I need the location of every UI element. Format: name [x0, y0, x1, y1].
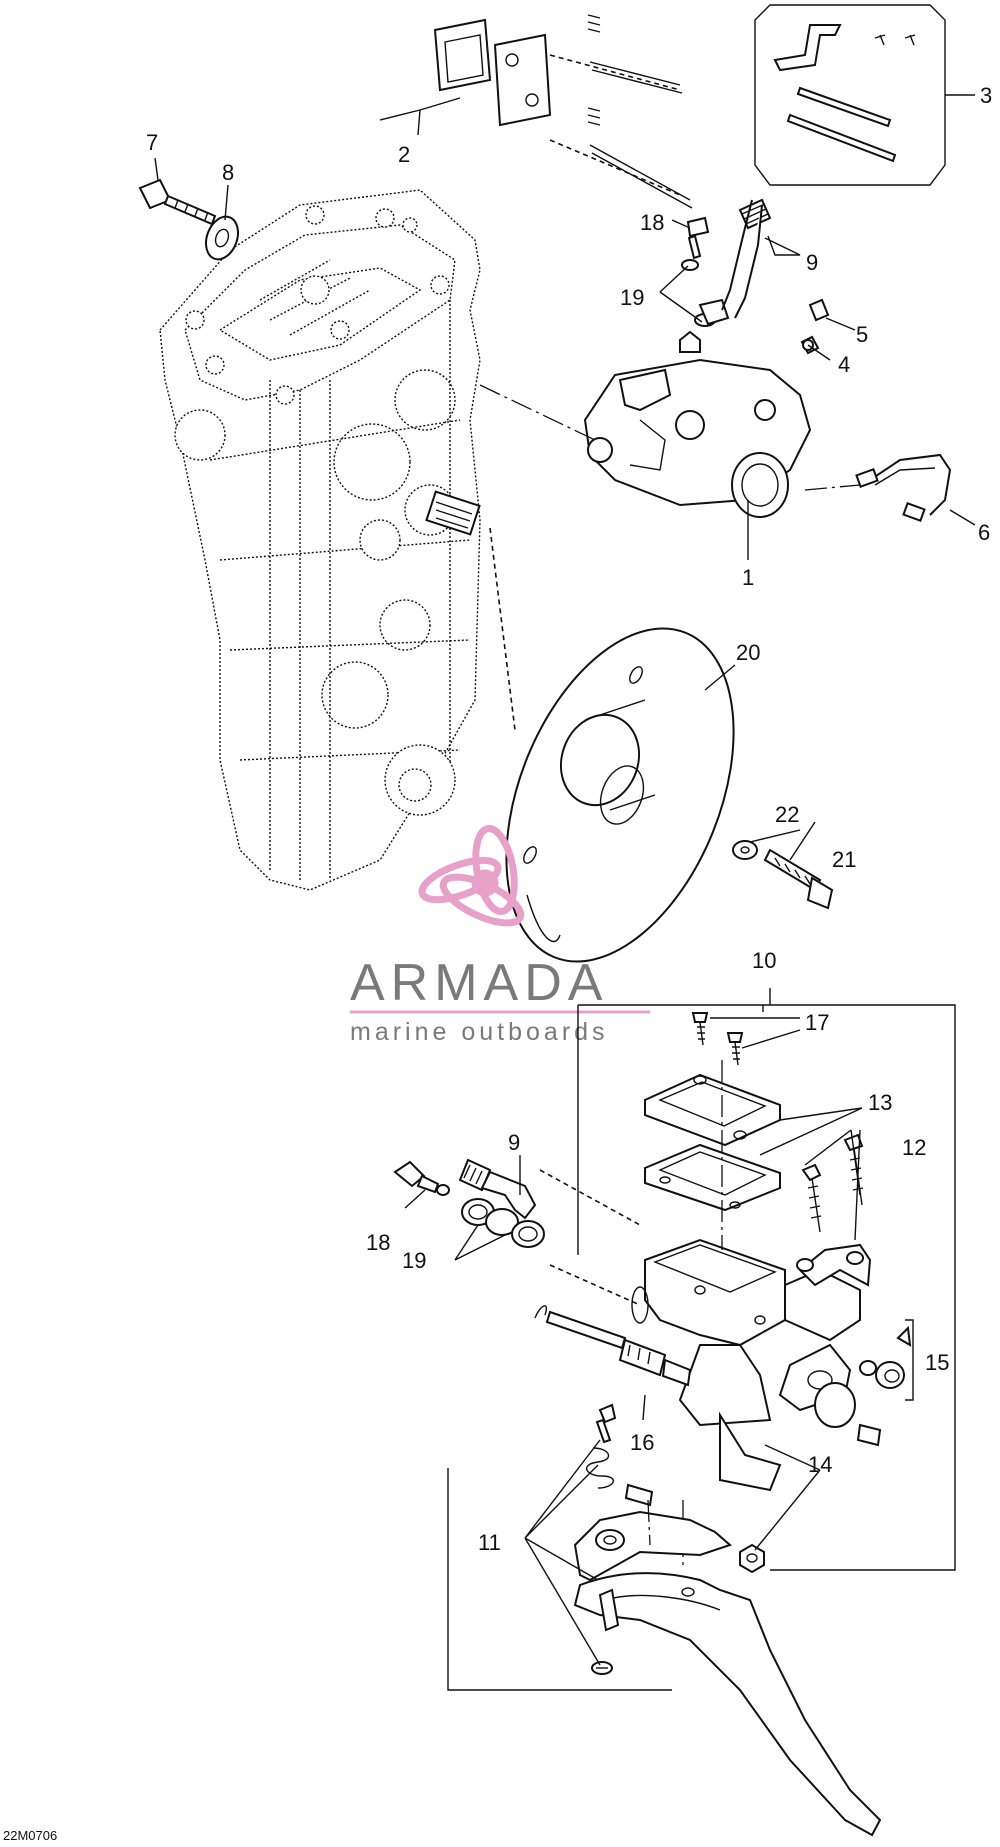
- pad-pins: [587, 14, 693, 209]
- callout-9: 9: [806, 250, 818, 275]
- callout-5: 5: [856, 322, 868, 347]
- alignment-line: [804, 484, 861, 491]
- cover-screws: [691, 1012, 744, 1066]
- callout-8: 8: [222, 160, 234, 185]
- callout-18-lower: 18: [366, 1230, 390, 1255]
- callout-17: 17: [805, 1010, 829, 1035]
- alignment-line: [539, 1169, 641, 1226]
- banjo-fitting-upper: [681, 198, 772, 327]
- document-code: 22M0706: [3, 1828, 57, 1843]
- push-rod-boot: [814, 1382, 882, 1447]
- callout-21: 21: [832, 847, 856, 872]
- callout-2: 2: [398, 142, 410, 167]
- callout-10: 10: [752, 948, 776, 973]
- callout-11: 11: [478, 1530, 501, 1555]
- brake-lever-assembly: [573, 1403, 882, 1837]
- pin-kit-box: [754, 4, 946, 186]
- callout-18: 18: [640, 210, 664, 235]
- callout-22: 22: [775, 802, 799, 827]
- callout-14: 14: [808, 1452, 832, 1477]
- banjo-fitting-lower: [393, 1158, 545, 1248]
- reservoir-seal-kit: [859, 1319, 914, 1401]
- callout-6: 6: [978, 520, 990, 545]
- callout-13: 13: [868, 1090, 892, 1115]
- callout-15: 15: [925, 1350, 949, 1375]
- alignment-line: [479, 384, 596, 441]
- watermark-brand: ARMADA: [350, 954, 608, 1012]
- watermark-tagline: marine outboards: [350, 1018, 609, 1046]
- brake-line-hose: [855, 453, 952, 522]
- assembly-box-10: [577, 1004, 956, 1571]
- callout-12: 12: [902, 1135, 926, 1160]
- watermark-logo: ARMADA marine outboards: [350, 825, 650, 1046]
- alignment-line: [549, 1264, 641, 1306]
- callout-labels: 1 2 3 4 5 6 7 8 9 10 11 12 13 14 15 16 1…: [146, 83, 992, 1555]
- brake-disc: [489, 527, 735, 963]
- callout-7: 7: [146, 130, 158, 155]
- callout-4: 4: [838, 352, 850, 377]
- callout-20: 20: [736, 640, 760, 665]
- washer-and-bolt: [732, 840, 834, 910]
- leader-lines: [154, 94, 976, 1666]
- reservoir-cover: [644, 1073, 781, 1212]
- brake-pads: [433, 18, 681, 196]
- assembly-box-11: [447, 1468, 672, 1691]
- callout-19: 19: [620, 285, 644, 310]
- callout-9-lower: 9: [508, 1130, 520, 1155]
- brake-light-switch: [534, 1305, 692, 1387]
- gearbox-housing: [159, 189, 481, 891]
- brake-caliper: [583, 330, 812, 518]
- callout-19-lower: 19: [402, 1248, 426, 1273]
- bleeder-valve-and-cap: [800, 298, 830, 355]
- callout-16: 16: [630, 1430, 654, 1455]
- propeller-icon: [418, 825, 525, 927]
- callout-3: 3: [980, 83, 992, 108]
- callout-1: 1: [742, 565, 754, 590]
- mount-bolt-and-washer: [138, 178, 239, 261]
